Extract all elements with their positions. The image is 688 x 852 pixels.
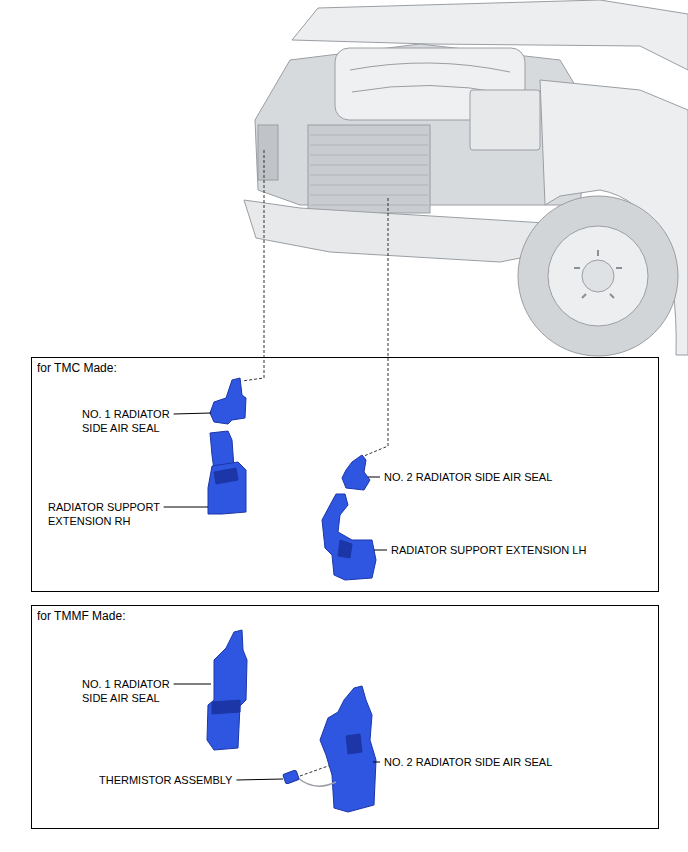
section-frame: for TMC Made: bbox=[31, 357, 659, 592]
thermistor-part bbox=[283, 770, 300, 784]
lug-nuts bbox=[574, 250, 622, 298]
part-label-box: NO. 1 RADIATOR SIDE AIR SEAL bbox=[82, 407, 182, 435]
leader-line bbox=[368, 477, 380, 478]
part-name: THERMISTOR ASSEMBLY bbox=[99, 774, 232, 786]
thermistor-wire bbox=[298, 778, 336, 786]
part-name: RADIATOR SUPPORT EXTENSION LH bbox=[391, 544, 586, 556]
support-extension-part bbox=[322, 494, 376, 580]
part-label-box: RADIATOR SUPPORT EXTENSION RH bbox=[48, 500, 178, 528]
leader-line bbox=[374, 550, 387, 551]
air-seal-part bbox=[342, 455, 370, 490]
battery bbox=[470, 90, 540, 150]
part-label-box: NO. 2 RADIATOR SIDE AIR SEAL bbox=[384, 755, 604, 769]
leader-lines bbox=[164, 413, 387, 780]
front-bumper-frame bbox=[244, 200, 562, 262]
part-name: NO. 1 RADIATOR SIDE AIR SEAL bbox=[82, 408, 170, 434]
section-frame: for TMMF Made: bbox=[31, 605, 659, 829]
wheel-rim bbox=[548, 226, 648, 326]
air-seal-part bbox=[320, 686, 376, 812]
leader-line bbox=[236, 779, 283, 780]
dashed-reference-lines bbox=[242, 150, 388, 776]
vehicle-illustration bbox=[244, 0, 688, 356]
part-name: NO. 1 RADIATOR SIDE AIR SEAL bbox=[82, 678, 170, 704]
leader-line bbox=[174, 413, 211, 414]
part-shading bbox=[346, 734, 362, 754]
support-extension-part bbox=[208, 462, 246, 514]
part-name: NO. 2 RADIATOR SIDE AIR SEAL bbox=[384, 756, 552, 768]
leader-line bbox=[164, 507, 208, 508]
leader-line bbox=[174, 684, 211, 685]
part-name: RADIATOR SUPPORT EXTENSION RH bbox=[48, 501, 160, 527]
tire bbox=[518, 196, 678, 356]
part-label-box: THERMISTOR ASSEMBLY bbox=[99, 773, 259, 787]
wheel-hub bbox=[582, 260, 614, 292]
part-shading bbox=[214, 468, 238, 484]
air-seal-part bbox=[207, 630, 247, 750]
part-label-box: RADIATOR SUPPORT EXTENSION LH bbox=[391, 543, 621, 557]
reference-line bbox=[242, 150, 264, 381]
section-heading: for TMMF Made: bbox=[32, 606, 125, 623]
part-label-box: NO. 1 RADIATOR SIDE AIR SEAL bbox=[82, 677, 182, 705]
parts bbox=[207, 378, 376, 812]
part-shading bbox=[338, 540, 352, 558]
radiator bbox=[308, 125, 430, 213]
engine-cover-ridge bbox=[350, 63, 510, 94]
air-seal-part bbox=[210, 378, 246, 424]
section-heading: for TMC Made: bbox=[32, 358, 117, 375]
radiator-fins bbox=[310, 135, 428, 205]
reference-line bbox=[364, 198, 388, 456]
radiator-side bbox=[258, 125, 278, 180]
leader-line bbox=[373, 762, 380, 763]
part-name: NO. 2 RADIATOR SIDE AIR SEAL bbox=[384, 471, 552, 483]
part-label-box: NO. 2 RADIATOR SIDE AIR SEAL bbox=[384, 470, 604, 484]
part-shading bbox=[212, 700, 240, 714]
